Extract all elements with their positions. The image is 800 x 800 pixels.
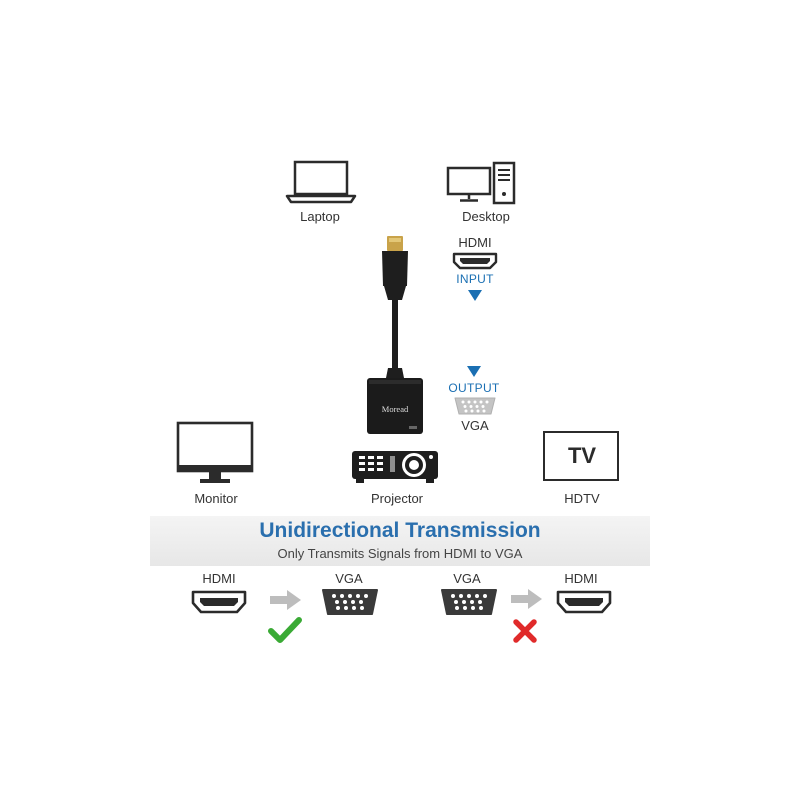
- tv-screen-text: TV: [567, 443, 597, 468]
- right-arrow-icon: [270, 590, 301, 610]
- cross-icon: [513, 619, 537, 643]
- monitor-device: [176, 421, 256, 485]
- transmission-title: Unidirectional Transmission: [259, 519, 541, 542]
- vga-port-icon: [454, 397, 496, 415]
- input-direction-label: INPUT: [456, 272, 494, 286]
- output-arrow: [467, 366, 481, 377]
- supported-arrow: [270, 590, 302, 610]
- vga-output-port: [453, 396, 497, 416]
- adapter-cable-icon: Moread: [367, 236, 423, 434]
- tv-icon: [543, 431, 619, 481]
- hdmi-port-icon: [191, 590, 247, 614]
- down-arrow-icon: [467, 366, 481, 377]
- right-arrow-icon: [511, 589, 542, 609]
- output-port-label: VGA: [461, 418, 489, 433]
- vga-port-icon: [322, 589, 378, 615]
- projector-icon: [352, 451, 438, 483]
- transmission-subtitle: Only Transmits Signals from HDMI to VGA: [277, 546, 523, 561]
- hdmi-vga-adapter: Moread: [360, 228, 430, 438]
- transmission-banner: [150, 516, 650, 566]
- laptop-device: [285, 160, 357, 204]
- adapter-brand: Moread: [382, 404, 409, 414]
- input-arrow: [468, 290, 482, 301]
- projector-label: Projector: [370, 491, 424, 506]
- hdmi-port-icon: [556, 590, 612, 614]
- laptop-icon: [285, 160, 357, 204]
- desktop-label: Desktop: [462, 209, 510, 224]
- unsupported-to-label: HDMI: [564, 571, 598, 586]
- hdmi-port-icon: [452, 252, 498, 270]
- hdtv-device: TV: [543, 431, 621, 485]
- supported-from-port: [191, 590, 247, 614]
- check-icon: [268, 617, 302, 643]
- desktop-icon: [446, 161, 516, 205]
- hdmi-input-port: [452, 252, 498, 270]
- output-direction-label: OUTPUT: [448, 381, 500, 395]
- supported-to-label: VGA: [335, 571, 363, 586]
- supported-from-label: HDMI: [202, 571, 236, 586]
- unsupported-to-port: [556, 590, 612, 614]
- unsupported-from-port: [440, 588, 498, 616]
- projector-device: [350, 446, 440, 486]
- unsupported-arrow: [511, 589, 543, 609]
- supported-to-port: [321, 588, 379, 616]
- supported-status: [268, 616, 302, 644]
- laptop-label: Laptop: [300, 209, 340, 224]
- input-port-label: HDMI: [458, 235, 492, 250]
- hdtv-label: HDTV: [564, 491, 600, 506]
- unsupported-status: [512, 618, 538, 644]
- monitor-label: Monitor: [194, 491, 238, 506]
- vga-port-icon: [441, 589, 497, 615]
- monitor-icon: [176, 421, 254, 483]
- unsupported-from-label: VGA: [453, 571, 481, 586]
- desktop-device: [446, 161, 518, 205]
- down-arrow-icon: [468, 290, 482, 301]
